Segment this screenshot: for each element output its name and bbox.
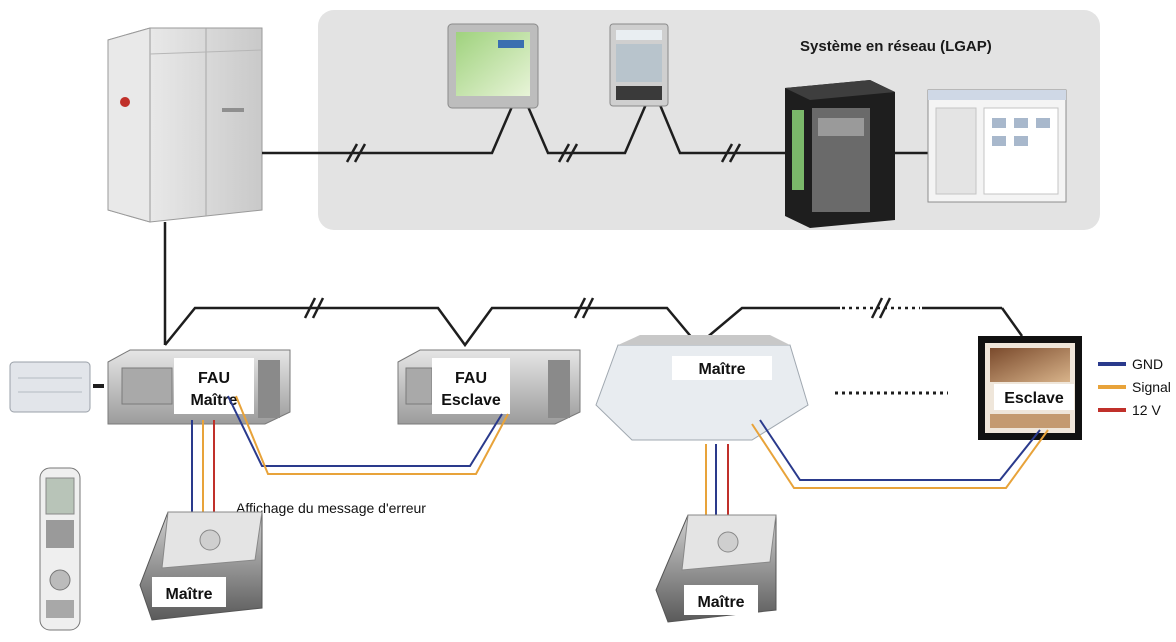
central-controller-image [609, 23, 669, 107]
error-message-annotation: Affichage du message d'erreur [236, 500, 426, 516]
remote-control-image [39, 467, 81, 631]
touch-controller-image [447, 23, 539, 109]
controller-left-label: Maître [165, 586, 212, 603]
fau-master-label-line1: FAU [198, 370, 230, 387]
slave-link-wire-signal [751, 423, 1049, 489]
fau-master-label-line2: Maître [190, 392, 237, 409]
slave-link-wire-gnd [759, 419, 1041, 481]
fau-slave-label-line2: Esclave [441, 392, 501, 409]
gateway-image [785, 80, 895, 228]
outdoor-unit-image [107, 27, 263, 223]
indoor-bus-cable [164, 306, 840, 348]
pc-software-image [927, 89, 1067, 203]
cassette-label: Maître [698, 361, 745, 378]
legend-label-12v: 12 V [1132, 402, 1161, 418]
cassette-unit [595, 335, 809, 441]
legend-label-signal: Signal [1132, 379, 1171, 395]
bus-break-mark [303, 297, 892, 319]
fau-link-wire-signal [235, 395, 509, 475]
legend: GND Signal 12 V [1098, 356, 1171, 418]
slave-panel-label: Esclave [1004, 390, 1064, 407]
network-cable [262, 84, 785, 155]
legend-label-gnd: GND [1132, 356, 1163, 372]
controller-right-label: Maître [697, 594, 744, 611]
cable-break-mark [345, 143, 742, 163]
network-title: Système en réseau (LGAP) [800, 38, 992, 55]
sensor-box-image [9, 361, 91, 413]
fau-slave-label-line1: FAU [455, 370, 487, 387]
fau-link-wire-gnd [227, 395, 503, 467]
